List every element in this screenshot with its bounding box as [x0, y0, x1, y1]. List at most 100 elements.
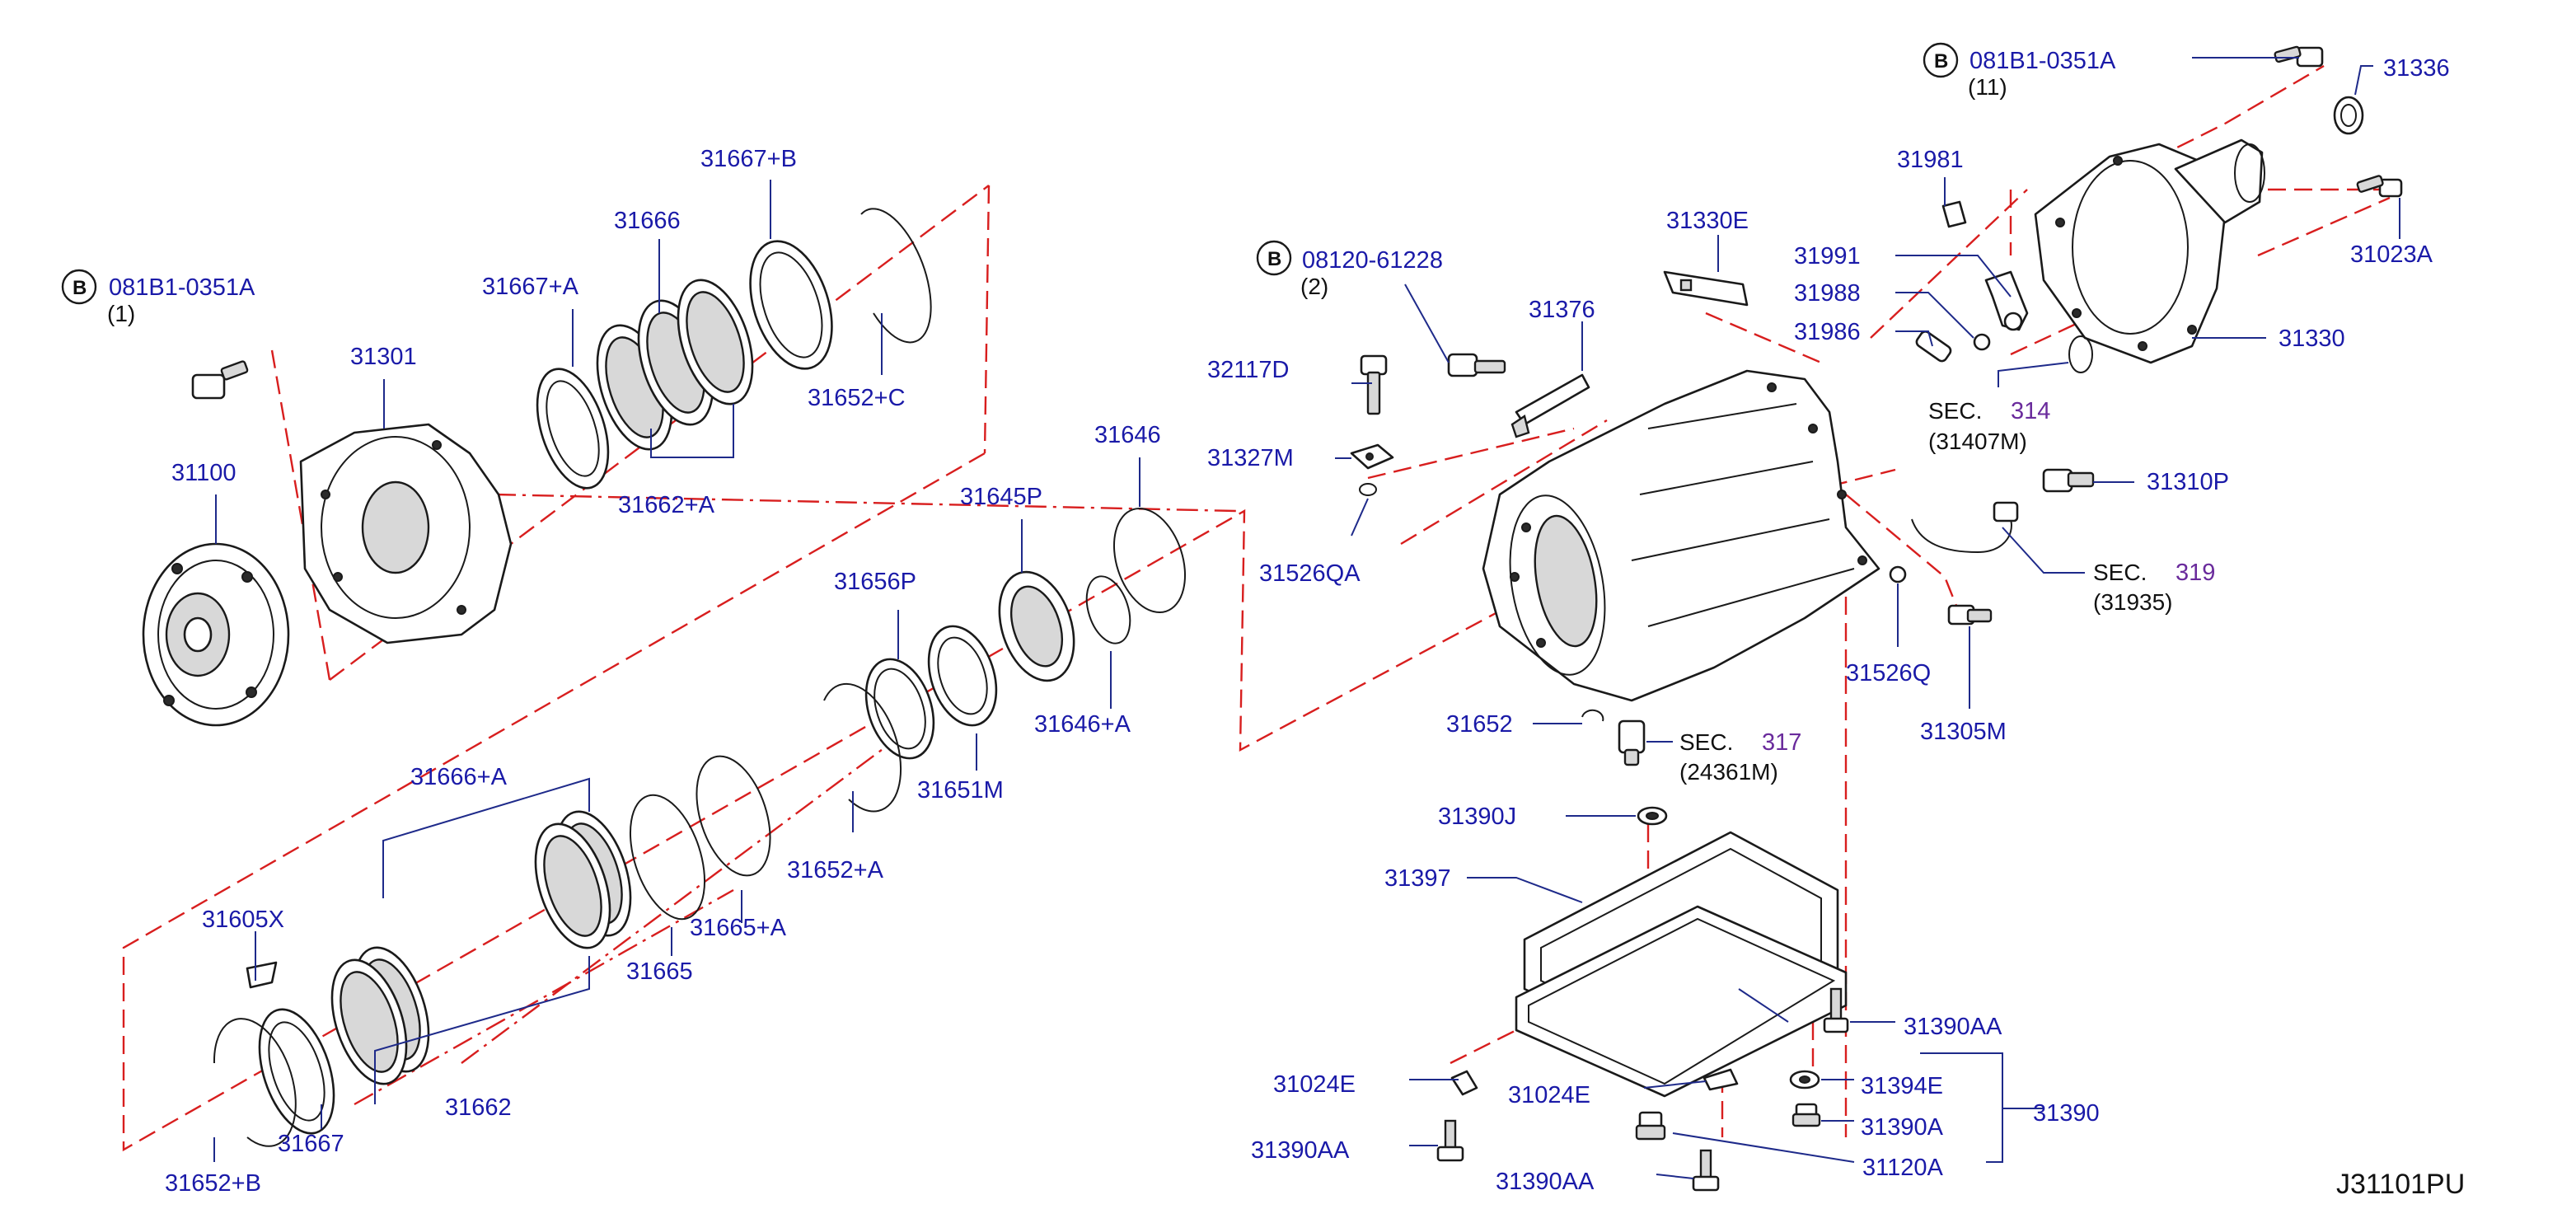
callout-31023a[interactable]: 31023A	[2350, 241, 2433, 268]
callout-31652[interactable]: 31652	[1446, 711, 1513, 738]
oil-pan-31397[interactable]	[1515, 831, 1848, 1098]
callout-31652-c[interactable]: 31652+C	[808, 385, 906, 411]
harness-clip-31330E[interactable]	[1663, 270, 1749, 307]
clip-31024E-left[interactable]	[1450, 1070, 1478, 1096]
torque-converter[interactable]	[142, 542, 290, 727]
plate-31327M[interactable]	[1350, 443, 1394, 470]
callout-31526q[interactable]: 31526Q	[1846, 660, 1931, 686]
bolt-ref-part-2[interactable]: 08120-61228	[1302, 247, 1443, 274]
bolt-ref-part-3[interactable]: 081B1-0351A	[1969, 48, 2116, 74]
bolt-ref-2[interactable]: B 08120-61228 (2)	[1256, 240, 1443, 299]
o-ring-31526QA[interactable]	[1359, 483, 1377, 496]
bolt-ref-1[interactable]: B 081B1-0351A (1)	[61, 269, 255, 326]
callout-31981[interactable]: 31981	[1897, 147, 1964, 173]
callout-31666[interactable]: 31666	[614, 208, 681, 234]
callout-31526qa[interactable]: 31526QA	[1259, 560, 1361, 587]
callout-31605x[interactable]: 31605X	[202, 907, 284, 933]
washer-31390J[interactable]	[1637, 806, 1668, 826]
bolt-ref-qty-3: (11)	[1968, 74, 2007, 100]
callout-31120a[interactable]: 31120A	[1862, 1155, 1943, 1181]
rear-extension-housing[interactable]	[2034, 138, 2265, 364]
sec-ref-number-314[interactable]: 314	[2011, 398, 2050, 424]
bracket-31376[interactable]	[1510, 373, 1590, 438]
callout-31646-a[interactable]: 31646+A	[1034, 711, 1131, 738]
sec-ref-314[interactable]: SEC. 314 (31407M)	[1928, 398, 2050, 454]
callout-31376[interactable]: 31376	[1529, 297, 1595, 323]
plug-31120A[interactable]	[1635, 1111, 1666, 1141]
shift-parts-31981-31991[interactable]	[1915, 200, 2093, 373]
converter-housing[interactable]	[299, 423, 513, 644]
sensor-31310P[interactable]	[1911, 468, 2095, 554]
bolt-081B1-right[interactable]	[2274, 45, 2324, 68]
seal-rings-center[interactable]	[616, 499, 1197, 929]
bolt-31023A[interactable]	[2356, 175, 2403, 198]
drain-washer-31394E[interactable]	[1789, 1070, 1820, 1089]
callout-31327m[interactable]: 31327M	[1207, 445, 1294, 471]
callout-31652-a[interactable]: 31652+A	[787, 857, 884, 883]
bolt-ref-part-1[interactable]: 081B1-0351A	[109, 274, 255, 301]
callout-31394e[interactable]: 31394E	[1861, 1073, 1943, 1099]
callout-31652-b[interactable]: 31652+B	[165, 1170, 261, 1197]
clip-31024E-center[interactable]	[1703, 1068, 1739, 1091]
bolt-ref-badge-3	[1923, 42, 1959, 78]
sec-ref-317[interactable]: SEC. 317 (24361M)	[1679, 729, 1801, 785]
bolt-31390AA-bottom[interactable]	[1692, 1149, 1720, 1192]
bolt-ref-3[interactable]: B 081B1-0351A (11)	[1923, 42, 2116, 100]
callout-31651m[interactable]: 31651M	[917, 777, 1004, 804]
callout-31986[interactable]: 31986	[1794, 319, 1861, 345]
callout-31666-a[interactable]: 31666+A	[410, 764, 508, 790]
bolt-32117D[interactable]	[1360, 354, 1388, 415]
callout-31667[interactable]: 31667	[278, 1131, 344, 1157]
housing-bolt-left[interactable]	[191, 360, 249, 400]
callout-31656p[interactable]: 31656P	[834, 569, 916, 595]
sec-ref-code-314: (31407M)	[1928, 429, 2027, 454]
callout-31667-a[interactable]: 31667+A	[482, 274, 579, 300]
callout-31390aa-left[interactable]: 31390AA	[1251, 1137, 1350, 1164]
sec-ref-319[interactable]: SEC. 319 (31935)	[2093, 560, 2215, 615]
callout-31662-a[interactable]: 31662+A	[618, 492, 715, 518]
sec-ref-code-319: (31935)	[2093, 589, 2173, 615]
callout-31667-b[interactable]: 31667+B	[700, 146, 797, 172]
callout-31330[interactable]: 31330	[2279, 326, 2345, 352]
callout-31645p[interactable]: 31645P	[960, 484, 1042, 510]
callout-31390j[interactable]: 31390J	[1438, 804, 1516, 830]
washer-31526Q[interactable]	[1889, 565, 1907, 583]
callout-31305m[interactable]: 31305M	[1920, 719, 2007, 745]
callout-31646[interactable]: 31646	[1094, 422, 1161, 448]
bolt-ref-qty-1: (1)	[107, 301, 135, 326]
callout-31336[interactable]: 31336	[2383, 55, 2450, 82]
callout-31390a[interactable]: 31390A	[1861, 1114, 1944, 1141]
sec-ref-number-319[interactable]: 319	[2176, 560, 2215, 586]
transmission-case[interactable]	[1482, 369, 1880, 702]
bolt-ref-badge-letter-1: B	[73, 277, 87, 299]
bolt-31390AA-left[interactable]	[1436, 1119, 1464, 1162]
drain-plug-31390A[interactable]	[1791, 1103, 1821, 1127]
sec-ref-number-317[interactable]: 317	[1762, 729, 1801, 756]
connector-31652[interactable]	[1581, 709, 1646, 766]
callout-31390aa-right[interactable]: 31390AA	[1904, 1014, 2002, 1040]
callout-31390aa-bottom[interactable]: 31390AA	[1496, 1169, 1595, 1195]
callout-32117d[interactable]: 32117D	[1207, 357, 1289, 383]
callout-31024e-center[interactable]: 31024E	[1508, 1082, 1590, 1108]
callout-31390[interactable]: 31390	[2033, 1100, 2100, 1127]
callout-31991[interactable]: 31991	[1794, 243, 1861, 269]
callout-31330e[interactable]: 31330E	[1666, 208, 1749, 234]
clutch-plate-set-lower[interactable]	[213, 802, 644, 1147]
callout-31310p[interactable]: 31310P	[2147, 469, 2229, 495]
callout-31665[interactable]: 31665	[626, 958, 693, 985]
bolt-31390AA-right[interactable]	[1823, 987, 1849, 1033]
bolt-ref-badge-1	[61, 269, 97, 305]
bolt-31305M[interactable]	[1947, 604, 1993, 626]
clutch-plate-set-upper[interactable]	[524, 208, 932, 497]
bolt-08120-61228[interactable]	[1447, 353, 1506, 377]
bolt-ref-badge-letter-2: B	[1267, 248, 1281, 270]
callout-31988[interactable]: 31988	[1794, 280, 1861, 307]
callout-31301[interactable]: 31301	[350, 344, 417, 370]
callout-31665-a[interactable]: 31665+A	[690, 915, 787, 941]
leader-lines	[213, 57, 2400, 1179]
oil-seal-31336[interactable]	[2333, 96, 2364, 135]
callout-31100[interactable]: 31100	[171, 460, 237, 486]
callout-31024e-left[interactable]: 31024E	[1273, 1071, 1356, 1098]
callout-31662[interactable]: 31662	[445, 1094, 512, 1121]
callout-31397[interactable]: 31397	[1384, 865, 1451, 892]
